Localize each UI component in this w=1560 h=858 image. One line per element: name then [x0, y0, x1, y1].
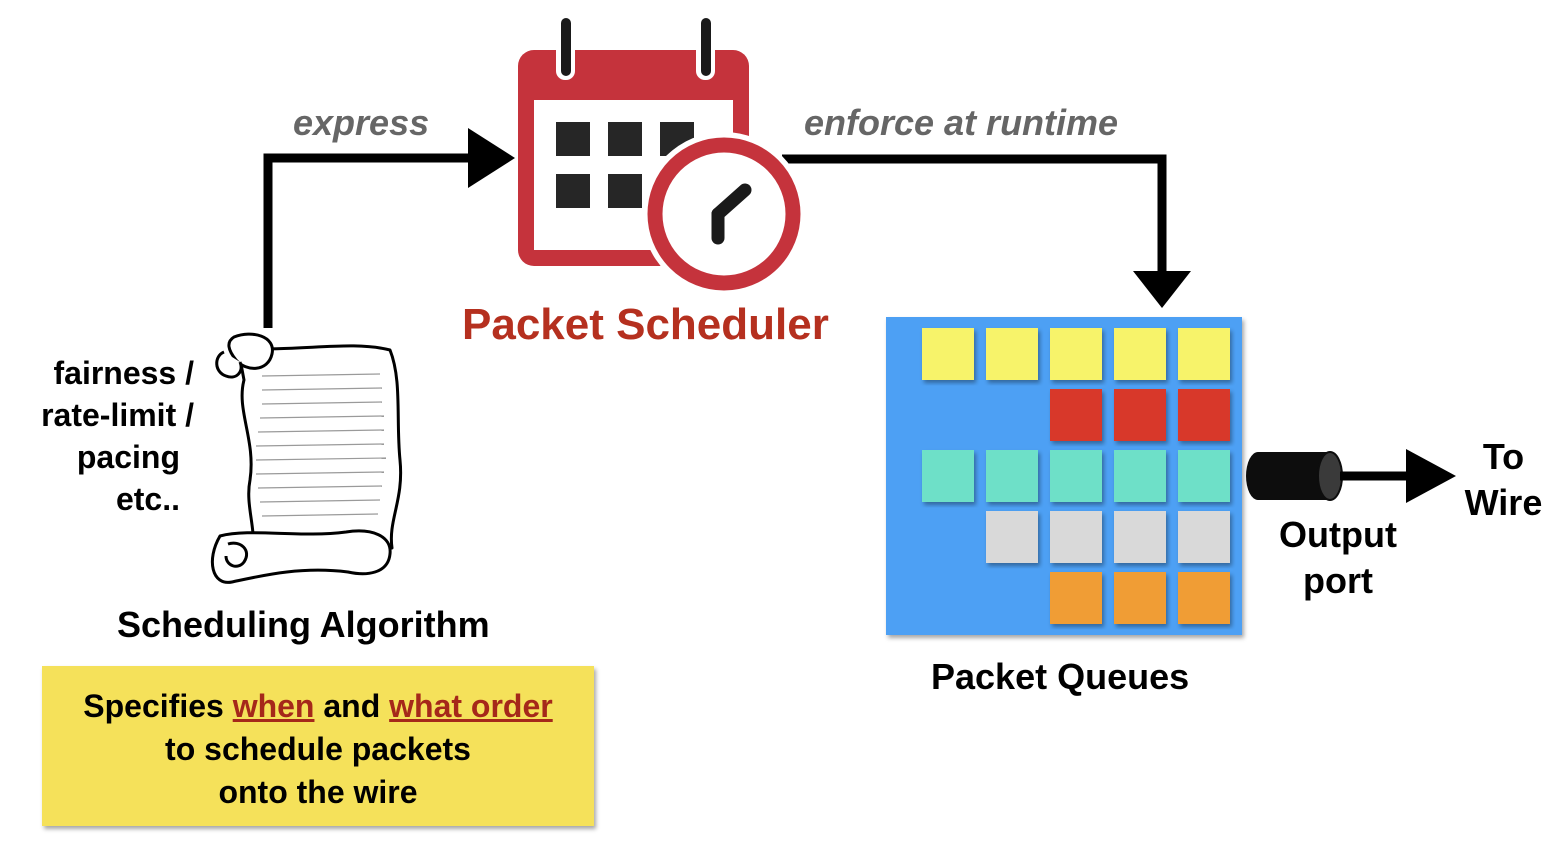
to-wire-line-1: To	[1482, 436, 1525, 477]
packet-cell	[1178, 389, 1230, 441]
note-mid: and	[314, 688, 390, 724]
scroll-icon	[210, 332, 403, 584]
to-wire-line-2: Wire	[1464, 482, 1543, 523]
note-line-2: to schedule packets	[165, 731, 471, 767]
packet-cell	[986, 511, 1038, 563]
packet-cell	[1050, 389, 1102, 441]
packet-cell	[922, 450, 974, 502]
scheduling-algorithm-label: Scheduling Algorithm	[117, 604, 490, 645]
packet-cell	[1050, 450, 1102, 502]
to-wire-arrow	[1340, 449, 1456, 503]
output-port-icon	[1246, 451, 1343, 501]
packet-scheduler-title: Packet Scheduler	[462, 300, 829, 349]
packet-cell	[1178, 450, 1230, 502]
packet-cell	[986, 450, 1038, 502]
to-wire-label: To Wire	[1456, 434, 1551, 526]
note-prefix: Specifies	[83, 688, 233, 724]
packet-cell	[1114, 572, 1166, 624]
note-line-3: onto the wire	[218, 774, 418, 810]
calendar-clock-icon	[518, 14, 806, 296]
algorithm-note: Specifies when and what order to schedul…	[42, 666, 594, 826]
output-port-line-1: Output	[1279, 514, 1397, 555]
note-emph-order: what order	[389, 688, 553, 724]
criteria-item: fairness /	[53, 355, 194, 391]
criteria-item: rate-limit /	[41, 397, 194, 433]
note-line-1: Specifies when and what order	[42, 685, 594, 728]
note-emph-when: when	[232, 688, 315, 724]
packet-cell	[1178, 511, 1230, 563]
express-arrow	[263, 128, 515, 328]
enforce-arrow	[782, 154, 1191, 308]
packet-cell	[1114, 511, 1166, 563]
enforce-label: enforce at runtime	[804, 102, 1119, 143]
packet-cell	[1050, 328, 1102, 380]
algorithm-criteria: fairness / rate-limit / pacing etc..	[41, 352, 194, 520]
express-label: express	[293, 102, 430, 143]
criteria-item: pacing	[76, 439, 180, 475]
packet-cell	[1050, 572, 1102, 624]
packet-cell	[922, 328, 974, 380]
packet-cell	[1178, 328, 1230, 380]
packet-cell	[1178, 572, 1230, 624]
packet-queues-grid	[886, 317, 1242, 635]
output-port-line-2: port	[1303, 560, 1373, 601]
packet-cell	[1114, 389, 1166, 441]
packet-cell	[1114, 328, 1166, 380]
packet-cell	[986, 328, 1038, 380]
packet-cell	[1050, 511, 1102, 563]
packet-cell	[1114, 450, 1166, 502]
output-port-label: Output port	[1268, 512, 1408, 604]
criteria-item: etc..	[115, 481, 180, 517]
packet-queues-label: Packet Queues	[931, 656, 1190, 697]
